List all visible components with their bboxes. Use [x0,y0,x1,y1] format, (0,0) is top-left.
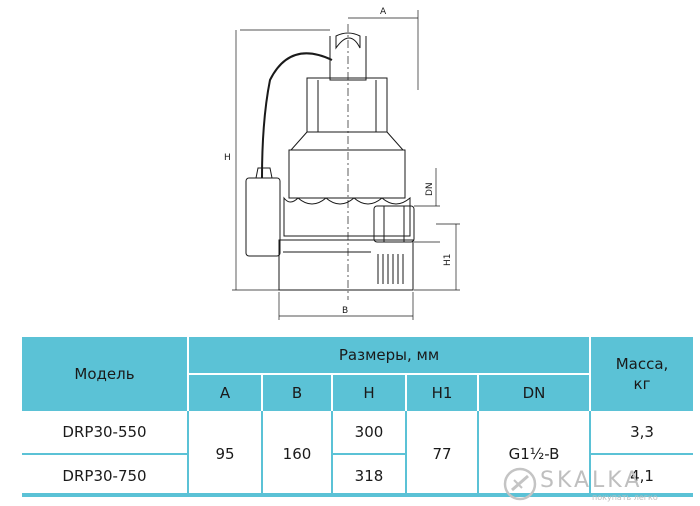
col-dn-header: DN [476,373,591,411]
float-switch [245,177,281,257]
col-h-header: H [331,373,406,411]
pump-band [283,196,411,237]
mass-cell: 3,3 [589,411,694,454]
pump-dimension-drawing: A H B DN H1 [224,7,460,320]
dimensions-header: Размеры, мм [186,337,591,374]
h-cell: 318 [331,453,406,497]
power-cable [261,52,333,179]
table-row: DRP30-550 95 160 300 77 G1½-B 3,3 [22,411,694,497]
dimension-b-label: B [342,306,348,316]
model-header: Модель [22,337,188,411]
pump-body [288,149,406,199]
dimension-b [278,292,414,320]
skalka-watermark: SKALKA покупать легко [500,462,700,506]
watermark-brand: SKALKA [540,468,643,493]
pump-base [278,239,414,291]
dimension-a-label: A [380,7,387,17]
mass-cell: 4,1 [589,453,694,497]
dimension-dn [414,168,440,243]
strainer-grille [377,254,404,284]
table-bottom-rule [22,493,693,497]
watermark-tagline: покупать легко [592,493,658,502]
dimension-h-label: H [224,153,231,163]
pump-head [306,77,388,133]
h-cell: 300 [331,411,406,454]
dimension-a [348,10,419,90]
col-b-header: B [261,373,332,411]
table-row: DRP30-750 318 4,1 [22,453,694,497]
model-cell: DRP30-750 [22,453,188,497]
a-cell: 95 [187,411,262,497]
dimension-h [232,29,330,291]
mass-header: Масса, кг [589,337,694,411]
specification-table: Модель Размеры, мм Масса, кг A B H H1 DN… [22,337,694,497]
model-cell: DRP30-550 [62,423,147,441]
col-h1-header: H1 [405,373,478,411]
dn-cell: G1½-B [476,411,591,497]
h1-cell: 77 [405,411,478,497]
pump-shoulder [289,131,405,151]
dimension-h1 [414,223,460,291]
dimension-h1-label: H1 [443,254,453,267]
dimension-dn-label: DN [425,182,435,196]
skalka-logo-icon [503,467,537,501]
b-cell: 160 [261,411,332,497]
col-a-header: A [187,373,262,411]
pump-outlet [373,205,415,243]
